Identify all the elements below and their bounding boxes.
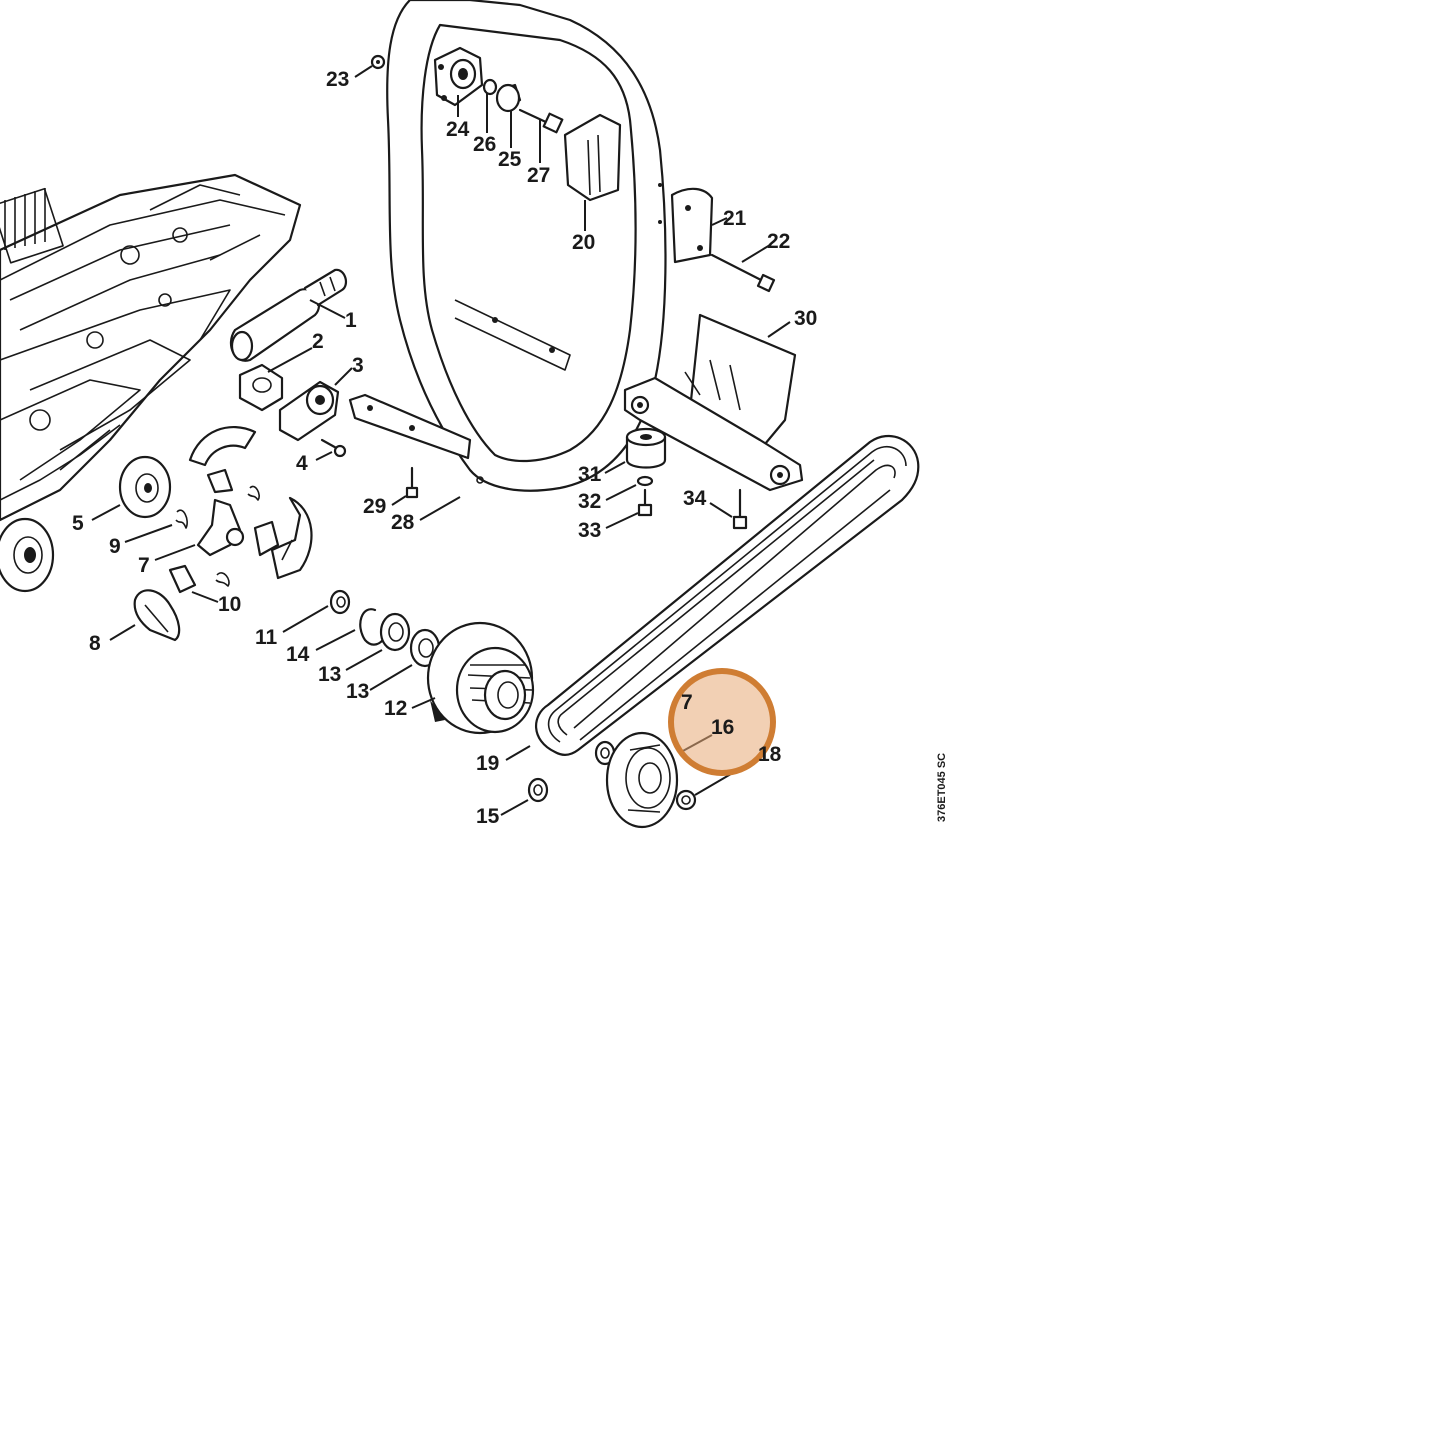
callout-26: 26 <box>473 133 496 156</box>
callout-25: 25 <box>498 148 522 171</box>
part-spring-lower <box>215 572 230 587</box>
callout-29: 29 <box>363 495 386 518</box>
callout-13-a: 13 <box>318 663 341 686</box>
part-23-nut <box>370 54 386 70</box>
callout-19: 19 <box>476 752 499 775</box>
drawing-code: 376ET045 SC <box>936 753 948 822</box>
part-8-clutch-shoe <box>133 589 181 642</box>
callout-3: 3 <box>352 354 364 377</box>
callout-23: 23 <box>326 68 349 91</box>
part-33-screw <box>637 488 653 517</box>
callout-10: 10 <box>218 593 241 616</box>
part-5-disc <box>118 455 172 519</box>
callout-31: 31 <box>578 463 602 486</box>
part-14-circlip <box>359 608 387 646</box>
part-21-clamp <box>670 187 714 264</box>
part-26-sleeve <box>482 78 498 96</box>
part-19-v-belt <box>535 434 920 756</box>
drive-disc-left <box>0 517 55 593</box>
part-2-nut <box>238 363 284 412</box>
callout-2: 2 <box>312 330 324 353</box>
part-7-clutch-shoe-upper <box>188 425 257 467</box>
part-spring-upper <box>247 485 260 501</box>
callout-7-belt: 7 <box>681 691 693 714</box>
part-clutch-shoe-right <box>270 496 313 580</box>
callout-33: 33 <box>578 519 601 542</box>
engine-housing <box>0 173 302 522</box>
part-25-buffer <box>495 83 522 113</box>
part-20-grip-cover <box>563 113 622 202</box>
callout-13-b: 13 <box>346 680 369 703</box>
callout-24: 24 <box>446 118 470 141</box>
callout-32: 32 <box>578 490 601 513</box>
part-9-spring <box>175 509 188 529</box>
part-32-washer <box>636 475 654 487</box>
part-34-screw <box>732 488 748 530</box>
part-27-bolt <box>518 108 564 134</box>
part-18-nut <box>675 789 697 811</box>
callout-14: 14 <box>286 643 310 666</box>
part-22-screw <box>710 253 776 293</box>
callout-16: 16 <box>711 716 734 739</box>
part-30-belt-guard-bracket <box>623 313 804 492</box>
callout-22: 22 <box>767 230 790 253</box>
callout-labels: 1 2 3 4 5 7 7 8 9 10 11 12 13 13 14 15 1… <box>72 68 817 828</box>
part-1-sleeve <box>229 268 348 362</box>
handle-frame <box>348 0 667 492</box>
callout-12: 12 <box>384 697 407 720</box>
part-13-bearing-a <box>379 612 411 652</box>
callout-8: 8 <box>89 632 101 655</box>
callout-1: 1 <box>345 309 357 332</box>
callout-20: 20 <box>572 231 595 254</box>
callout-18: 18 <box>758 743 782 766</box>
callout-5: 5 <box>72 512 84 535</box>
part-4-screw <box>320 438 347 458</box>
callout-4: 4 <box>296 452 308 475</box>
part-clutch-carrier <box>196 468 280 557</box>
part-3-bearing-housing <box>278 380 340 442</box>
part-31-damper <box>625 427 667 469</box>
part-24-mount-plate <box>433 46 484 107</box>
part-11-washer <box>329 589 351 615</box>
callout-7-left: 7 <box>138 554 150 577</box>
part-29-screw <box>405 466 419 499</box>
callout-21: 21 <box>723 207 747 230</box>
callout-9: 9 <box>109 535 121 558</box>
part-10-clip <box>168 564 197 594</box>
part-12-clutch-drum-pulley <box>426 621 535 735</box>
callout-30: 30 <box>794 307 817 330</box>
leader-lines <box>91 65 791 816</box>
callout-15: 15 <box>476 805 500 828</box>
callout-28: 28 <box>391 511 415 534</box>
highlight-circle <box>668 668 776 776</box>
callout-27: 27 <box>527 164 550 187</box>
part-16-pulley <box>605 731 679 829</box>
part-15-washer <box>527 777 549 803</box>
callout-11: 11 <box>255 626 278 649</box>
callout-34: 34 <box>683 487 707 510</box>
